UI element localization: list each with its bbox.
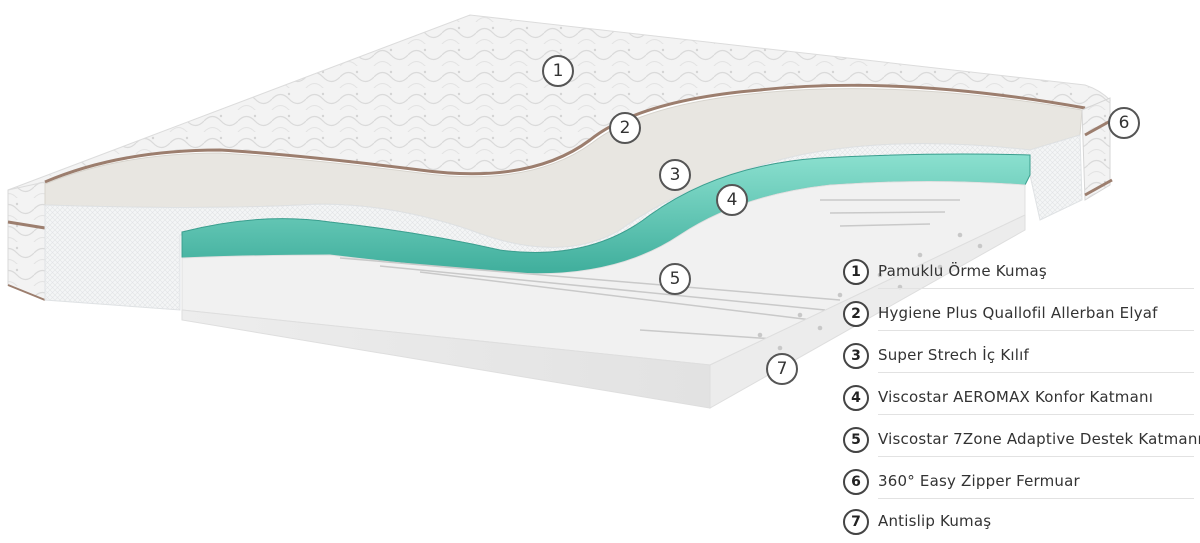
legend-number: 1 [843, 259, 869, 285]
right-border-fabric [1081, 97, 1113, 201]
callout-6: 6 [1108, 107, 1140, 139]
legend-label: Hygiene Plus Quallofil Allerban Elyaf [878, 304, 1158, 322]
divider [878, 288, 1194, 289]
callout-4: 4 [716, 184, 748, 216]
callout-7: 7 [766, 353, 798, 385]
legend-item-5: 5 Viscostar 7Zone Adaptive Destek Katman… [843, 425, 1200, 457]
divider [878, 372, 1194, 373]
legend-number: 7 [843, 509, 869, 535]
legend-number: 2 [843, 301, 869, 327]
divider [878, 498, 1194, 499]
callout-1: 1 [542, 55, 574, 87]
legend-number: 6 [843, 469, 869, 495]
legend-item-2: 2 Hygiene Plus Quallofil Allerban Elyaf [843, 299, 1200, 331]
legend-label: Antislip Kumaş [878, 512, 992, 530]
support-foam-top [181, 181, 1026, 366]
legend-item-1: 1 Pamuklu Örme Kumaş [843, 257, 1200, 289]
legend-label: 360° Easy Zipper Fermuar [878, 472, 1080, 490]
legend-number: 4 [843, 385, 869, 411]
left-border-fabric [7, 177, 46, 301]
legend-label: Pamuklu Örme Kumaş [878, 262, 1047, 280]
legend-item-6: 6 360° Easy Zipper Fermuar [843, 467, 1200, 499]
callout-5: 5 [659, 263, 691, 295]
divider [878, 330, 1194, 331]
divider [878, 414, 1194, 415]
zipper-piping-top [44, 83, 1086, 184]
legend-label: Viscostar 7Zone Adaptive Destek Katmanı [878, 430, 1200, 448]
legend-item-4: 4 Viscostar AEROMAX Konfor Katmanı [843, 383, 1200, 415]
legend-label: Viscostar AEROMAX Konfor Katmanı [878, 388, 1154, 406]
divider [878, 456, 1194, 457]
legend-number: 5 [843, 427, 869, 453]
legend-number: 3 [843, 343, 869, 369]
legend-label: Super Strech İç Kılıf [878, 346, 1029, 364]
callout-3: 3 [659, 159, 691, 191]
callout-2: 2 [609, 112, 641, 144]
legend-item-7: 7 Antislip Kumaş [843, 507, 1200, 539]
legend-item-3: 3 Super Strech İç Kılıf [843, 341, 1200, 373]
